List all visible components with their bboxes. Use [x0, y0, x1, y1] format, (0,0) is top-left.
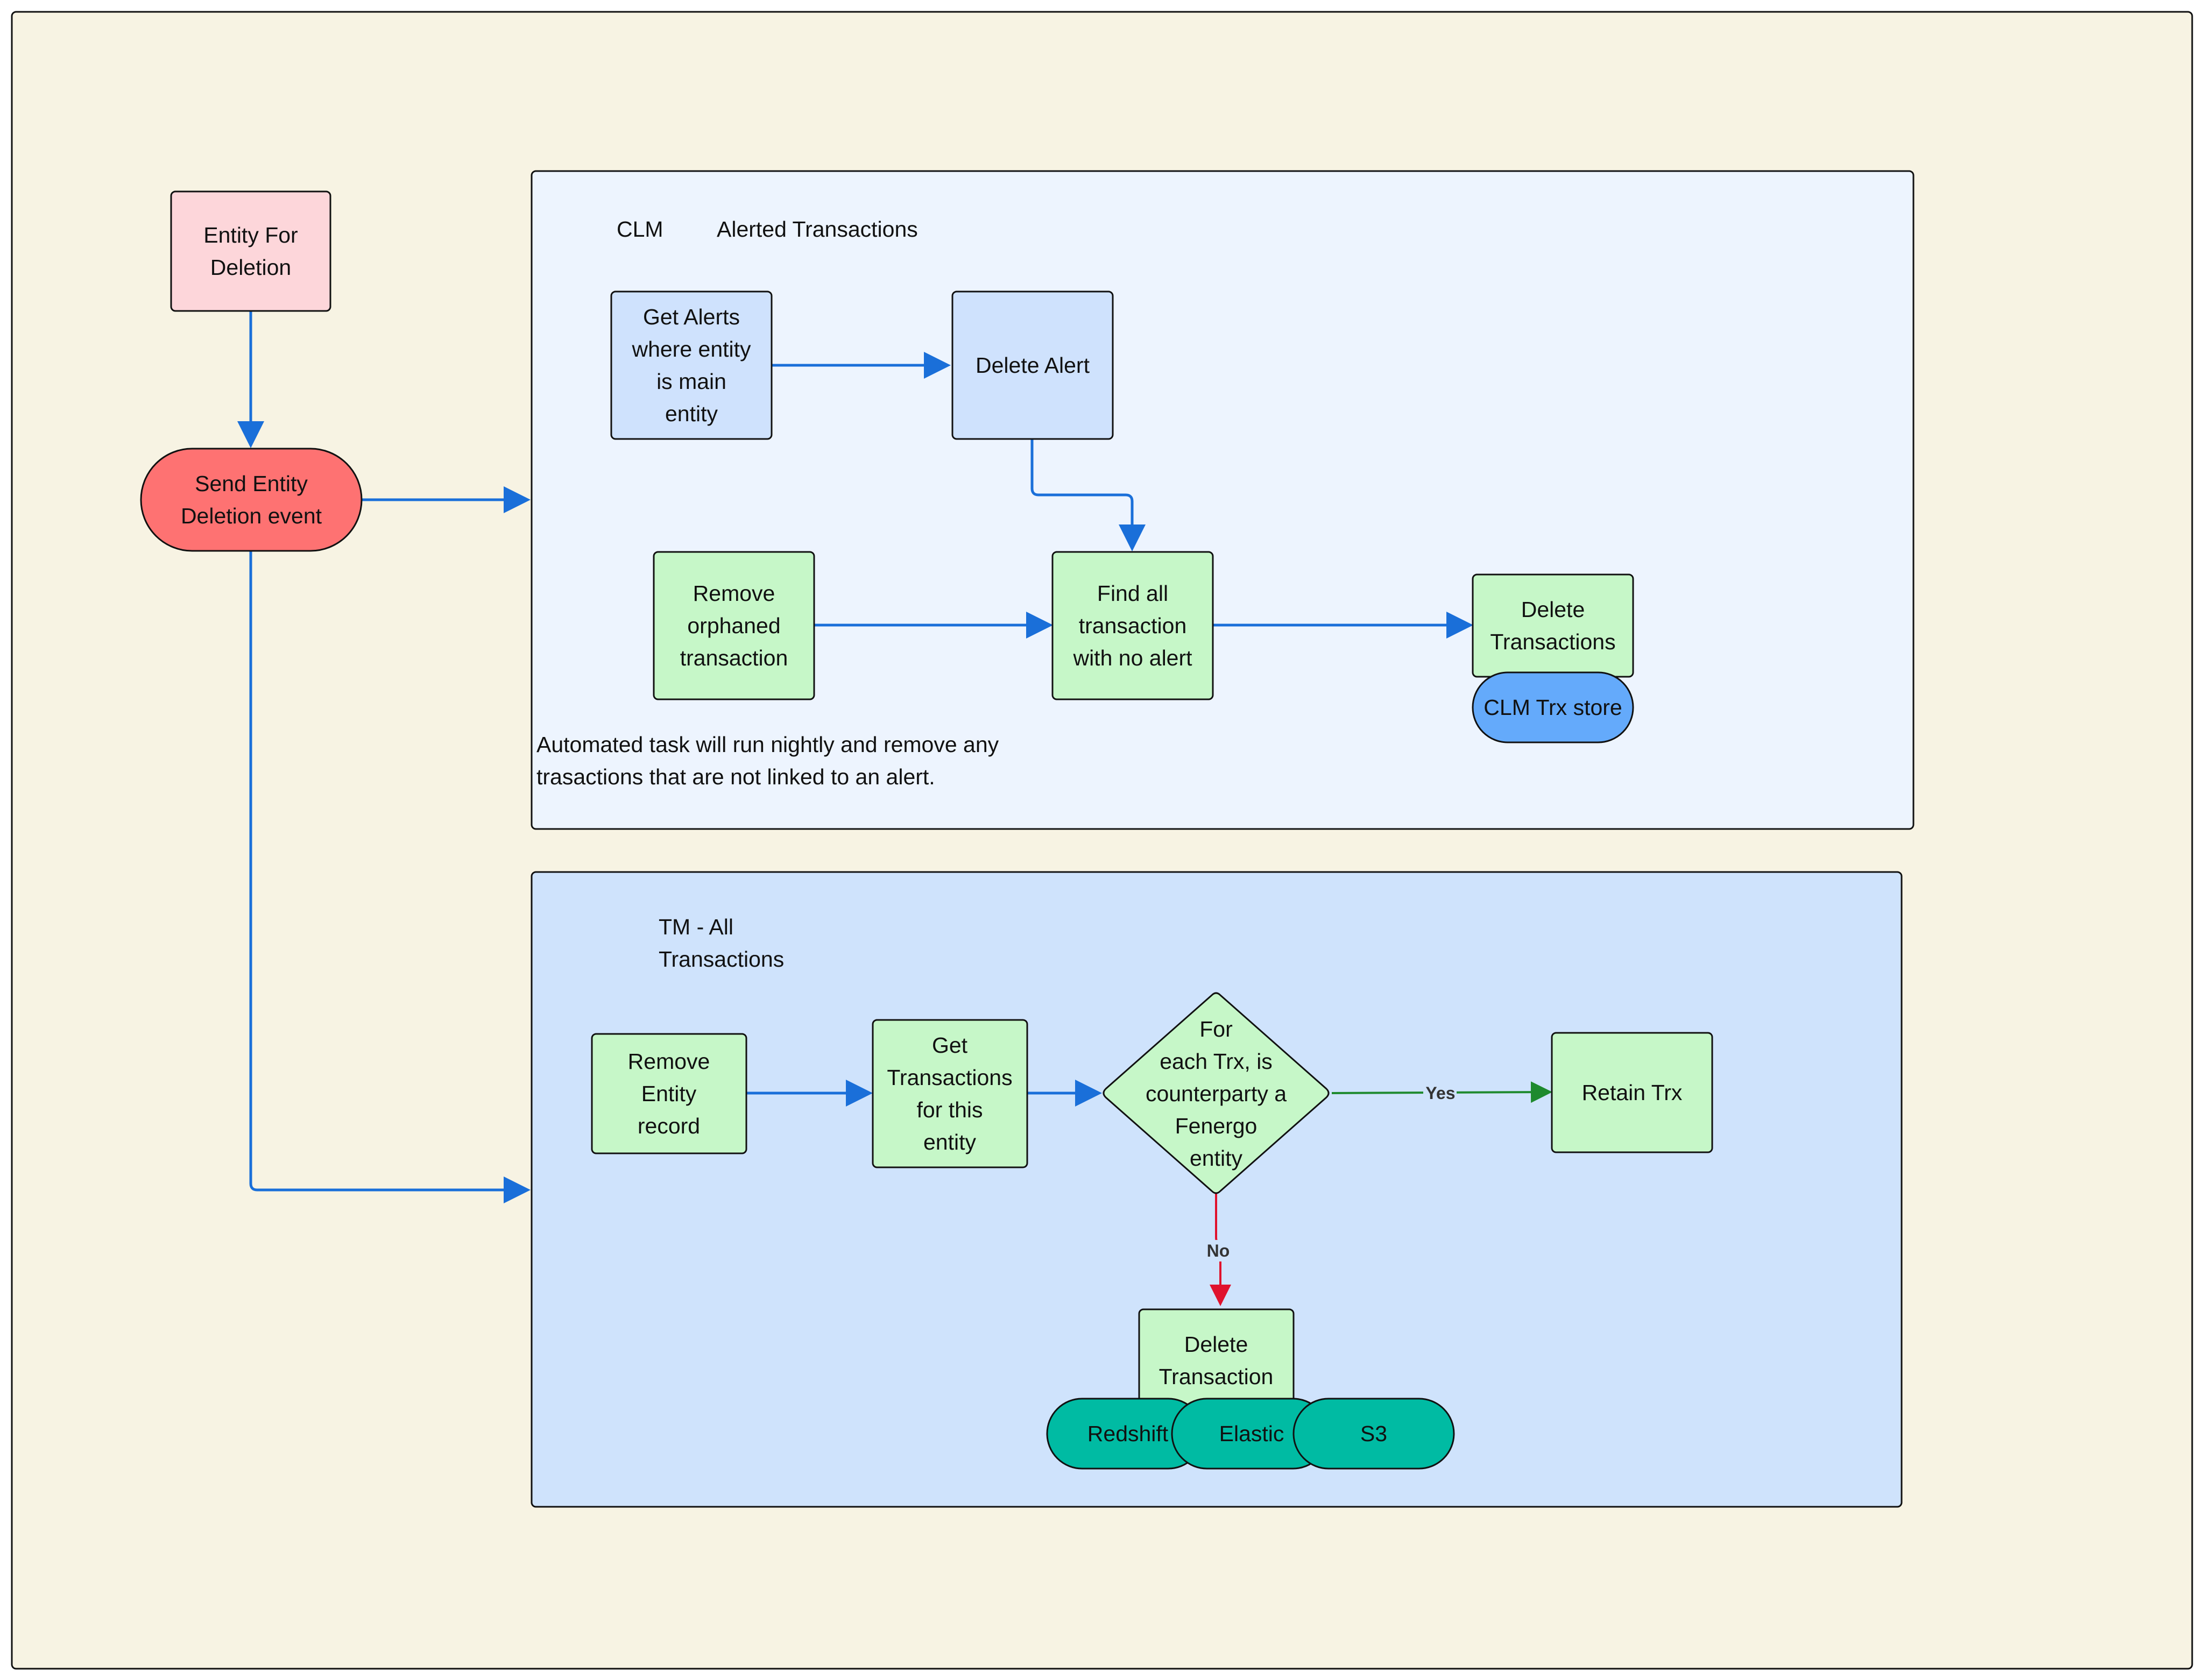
get-transactions-box	[872, 1019, 1028, 1168]
node-label-line: Fenergo	[1175, 1114, 1258, 1138]
node-label-line: entity	[923, 1130, 976, 1154]
node-label-line: Entity	[641, 1081, 697, 1106]
node-elastic[interactable]: Elastic	[1171, 1398, 1329, 1470]
clm-note-line2: trasactions that are not linked to an al…	[536, 764, 935, 789]
node-s3[interactable]: S3	[1292, 1398, 1455, 1470]
clm-trx-store-pill	[1472, 671, 1634, 743]
node-label-line: Deletion event	[181, 504, 322, 528]
node-label-line: Transactions	[1490, 629, 1615, 654]
node-label-line: Remove	[693, 581, 775, 606]
redshift-label: Redshift	[1087, 1421, 1169, 1446]
node-label-line: each Trx, is	[1160, 1049, 1273, 1074]
node-decision[interactable]: For each Trx, is counterparty a Fenergo enti…	[1103, 992, 1330, 1194]
node-label-line: Redshift	[1087, 1421, 1169, 1446]
node-label-line: Retain Trx	[1582, 1080, 1683, 1105]
delete-alert-box	[951, 290, 1114, 440]
tm-group-title-line2: Transactions	[659, 947, 784, 972]
node-label-line: Find all	[1097, 581, 1168, 606]
node-label-line: For	[1199, 1017, 1233, 1041]
s3-label: S3	[1360, 1421, 1387, 1446]
remove-orphaned-label: Remove orphaned transaction	[680, 581, 788, 670]
retain-trx-box	[1551, 1032, 1713, 1153]
node-redshift[interactable]: Redshift	[1046, 1398, 1204, 1470]
entity-for-deletion-box	[170, 190, 331, 312]
node-get-alerts[interactable]: Get Alerts where entity is main entity	[610, 290, 773, 440]
node-label-line: CLM Trx store	[1484, 695, 1622, 720]
node-label-line: record	[638, 1114, 700, 1138]
remove-entity-record-box	[591, 1033, 747, 1154]
node-label-line: Send Entity	[195, 471, 308, 496]
node-label-line: is main	[656, 369, 726, 394]
edge-label-no: No	[1207, 1241, 1230, 1260]
decision-label: For each Trx, is counterparty a Fenergo enti…	[1146, 1017, 1287, 1171]
node-label-line: for this	[916, 1097, 983, 1122]
node-label-line: Entity For	[203, 223, 298, 247]
clm-trx-store-label: CLM Trx store	[1484, 695, 1622, 720]
send-entity-deletion-oval	[140, 448, 363, 552]
node-delete-alert[interactable]: Delete Alert	[951, 290, 1114, 440]
node-label-line: Transactions	[887, 1065, 1012, 1090]
node-label-line: counterparty a	[1146, 1081, 1287, 1106]
node-find-all[interactable]: Find all transaction with no alert	[1051, 551, 1214, 700]
clm-group-subtitle: Alerted Transactions	[717, 217, 918, 242]
no-label-bg	[1204, 1240, 1231, 1261]
node-label-line: S3	[1360, 1421, 1387, 1446]
delete-alert-label: Delete Alert	[976, 353, 1090, 378]
node-label-line: Deletion	[210, 255, 291, 280]
elastic-label: Elastic	[1219, 1421, 1284, 1446]
node-retain-trx[interactable]: Retain Trx	[1551, 1032, 1713, 1153]
node-label-line: entity	[1190, 1146, 1242, 1171]
delete-transactions-box	[1472, 573, 1634, 678]
edge-deletealert-to-findall	[1030, 440, 1146, 551]
yes-label-bg	[1423, 1082, 1457, 1104]
node-label-line: orphaned	[687, 613, 780, 638]
node-label-line: with no alert	[1072, 646, 1192, 670]
node-label-line: Get Alerts	[643, 304, 740, 329]
node-label-line: where entity	[631, 337, 751, 361]
node-label-line: transaction	[680, 646, 788, 670]
retain-trx-label: Retain Trx	[1582, 1080, 1683, 1105]
node-label-line: Transaction	[1159, 1364, 1274, 1389]
node-remove-orphaned[interactable]: Remove orphaned transaction	[653, 551, 815, 700]
node-label-line: Delete	[1521, 597, 1585, 622]
tm-group-title-line1: TM - All	[659, 915, 733, 939]
node-label-line: Delete Alert	[976, 353, 1090, 378]
node-label-line: Get	[932, 1033, 968, 1058]
node-label-line: transaction	[1079, 613, 1187, 638]
node-label-line: Elastic	[1219, 1421, 1284, 1446]
node-label-line: entity	[665, 401, 718, 426]
node-clm-trx-store[interactable]: CLM Trx store	[1472, 671, 1634, 743]
node-label-line: Delete	[1184, 1332, 1248, 1357]
clm-note-line1: Automated task will run nightly and remo…	[536, 732, 999, 757]
clm-group-box	[531, 170, 1915, 830]
find-all-box	[1051, 551, 1214, 700]
s3-pill	[1292, 1398, 1455, 1470]
edge-event-to-tm	[249, 551, 531, 1203]
delete-transaction-box	[1138, 1308, 1295, 1413]
decision-diamond	[1103, 992, 1330, 1194]
node-label-line: Remove	[628, 1049, 710, 1074]
clm-group-title: CLM	[617, 217, 663, 242]
remove-orphaned-box	[653, 551, 815, 700]
get-alerts-box	[610, 290, 773, 440]
find-all-label: Find all transaction with no alert	[1072, 581, 1192, 670]
get-alerts-label: Get Alerts where entity is main entity	[631, 304, 751, 426]
edge-label-yes: Yes	[1425, 1083, 1455, 1103]
